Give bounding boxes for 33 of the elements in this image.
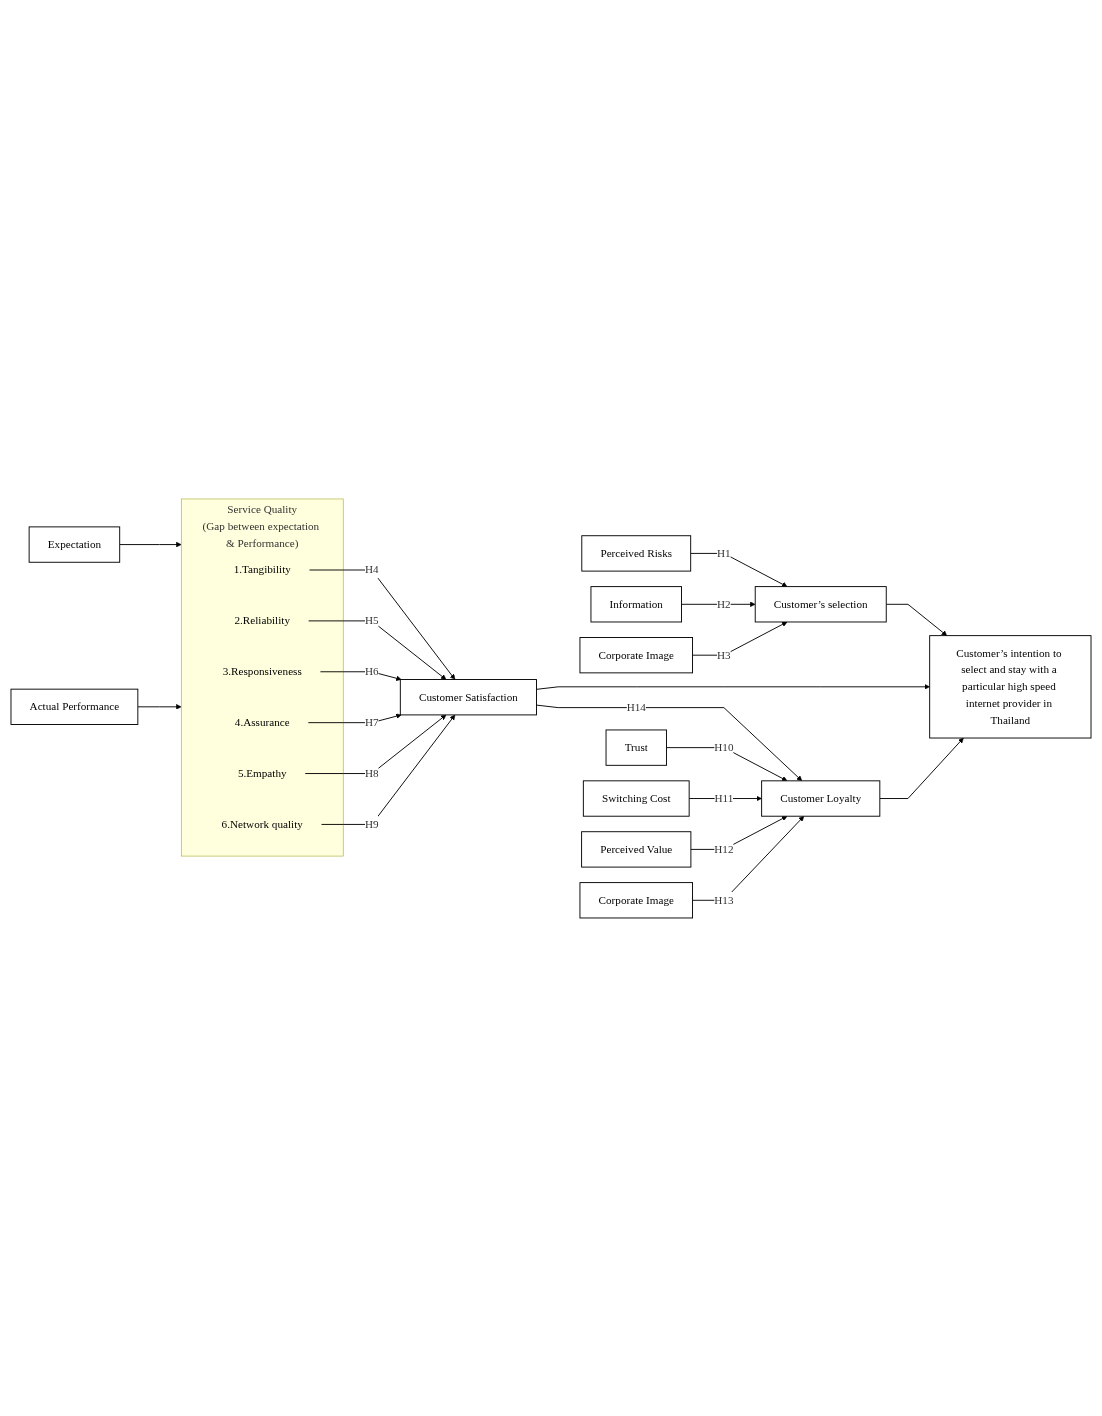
node-box: Customer Loyalty [761,779,881,817]
node-box: Customer’s intention to select and stay with a particular high speed internet provider in Thailand [929,634,1092,738]
edge-label: H13 [714,893,734,906]
node-box: Information [590,585,682,622]
node-text: 1.Tangibility [233,563,291,576]
node-text: 6.Network quality [221,817,303,830]
edge-label: H9 [364,817,379,830]
node-text: 3.Responsiveness [222,664,302,678]
edge-label: H2 [717,597,731,610]
edge-label: H4 [364,563,379,576]
node-box: Corporate Image [579,636,693,673]
node-box: Perceived Value [581,830,692,868]
node-box: Trust [605,729,667,766]
edge-label: H6 [364,664,379,678]
edge-label: H12 [714,842,734,855]
node-text: 4.Assurance [234,715,290,729]
node-box: Expectation [28,525,121,563]
node-box: Perceived Risks [581,534,692,572]
edge-label: H1 [717,546,731,559]
node-box: Customer Satisfaction [399,678,537,715]
node-box: Corporate Image [579,881,693,918]
edge-label: H10 [714,740,734,754]
node-text: 5.Empathy [237,766,287,779]
node-box: Customer’s selection [754,585,887,622]
node-box: Switching Cost [582,779,690,817]
node-box: Actual Performance [10,688,139,725]
edge-label: H7 [364,715,379,729]
edge-label: H8 [364,766,379,779]
edge-label: H11 [714,791,734,804]
edge-label: H5 [364,613,379,627]
edge-label: H14 [626,700,646,714]
node-text: 2.Reliability [234,613,291,627]
edge-label: H3 [717,648,731,661]
